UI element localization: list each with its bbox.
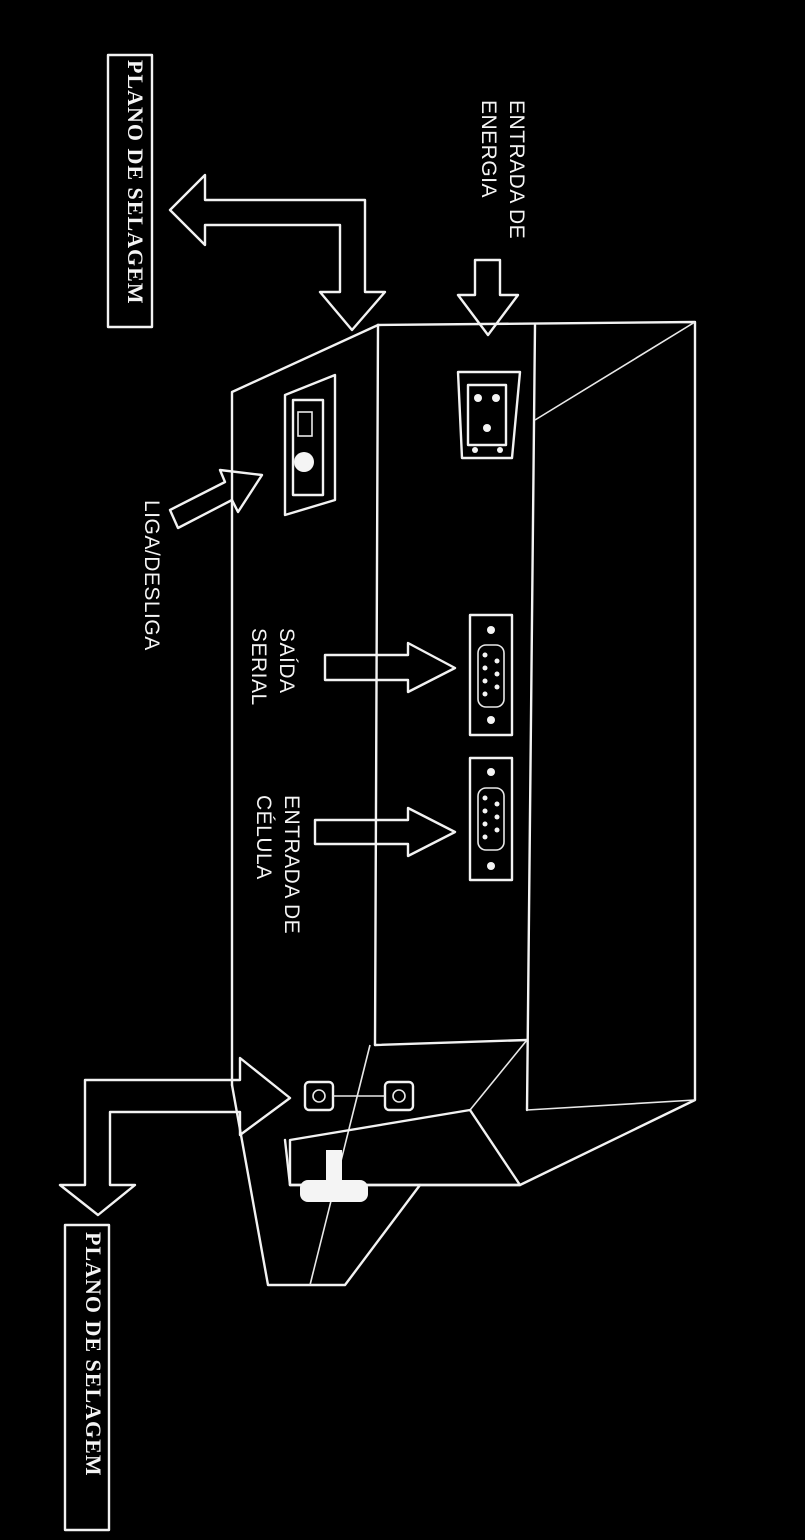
arrow-plano-top	[168, 173, 387, 332]
sealing-lever	[288, 1108, 522, 1202]
saida-serial-label: SAÍDA SERIAL	[247, 628, 298, 706]
plano-bottom-box	[63, 1223, 111, 1532]
plano-bottom-label: PLANO DE SELAGEM	[81, 1232, 106, 1477]
arrow-plano-bottom	[58, 1056, 292, 1217]
serial-port	[468, 613, 514, 737]
arrow-serial	[323, 641, 457, 694]
power-switch	[283, 373, 337, 517]
cell-port	[468, 756, 514, 882]
entrada-energia-label: ENTRADA DE ENERGIA	[477, 100, 528, 240]
arrow-celula	[313, 806, 457, 858]
plano-top-box	[106, 53, 154, 329]
arrow-energia	[456, 258, 520, 337]
adjust-knobs	[303, 1080, 415, 1112]
entrada-celula-label: ENTRADA DE CÉLULA	[252, 795, 303, 935]
power-connector	[456, 370, 522, 460]
plano-top-label: PLANO DE SELAGEM	[123, 60, 148, 305]
arrow-liga	[168, 468, 264, 530]
liga-desliga-label: LIGA/DESLIGA	[140, 500, 163, 651]
